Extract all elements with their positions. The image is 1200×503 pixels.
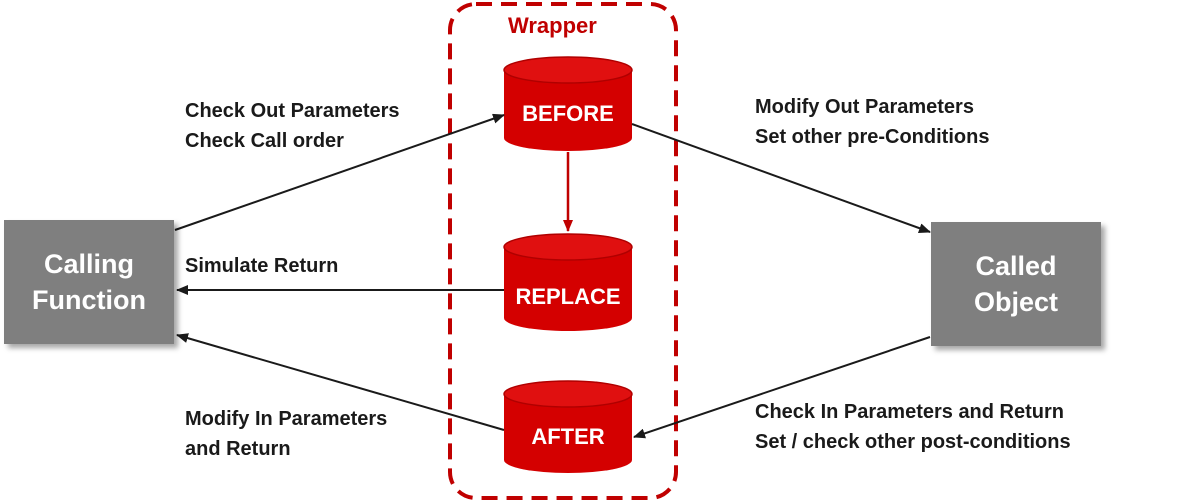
modify-out-line1: Modify Out Parameters bbox=[755, 96, 974, 118]
check-in-line1: Check In Parameters and Return bbox=[755, 401, 1064, 423]
before-to-called-arrow bbox=[631, 123, 931, 233]
before-label: BEFORE bbox=[522, 101, 614, 126]
check-in-label: Check In Parameters and Return Set / che… bbox=[755, 397, 1071, 457]
replace-label: REPLACE bbox=[515, 284, 621, 309]
after-cylinder bbox=[503, 380, 633, 473]
wrapper-frame bbox=[448, 2, 678, 500]
called-object-line1: Called bbox=[975, 251, 1057, 281]
wrapper-title: Wrapper bbox=[508, 13, 597, 38]
calling-function-box: Calling Function bbox=[4, 220, 174, 344]
after-label: AFTER bbox=[531, 424, 605, 449]
modify-in-line1: Modify In Parameters bbox=[185, 408, 388, 430]
modify-out-label: Modify Out Parameters Set other pre-Cond… bbox=[755, 92, 989, 152]
calling-function-line1: Calling bbox=[43, 249, 134, 279]
check-out-label: Check Out Parameters Check Call order bbox=[185, 96, 400, 156]
calling-function-line2: Function bbox=[32, 285, 146, 315]
modify-in-line2: and Return bbox=[185, 438, 291, 460]
check-out-line1: Check Out Parameters bbox=[185, 100, 400, 122]
modify-out-line2: Set other pre-Conditions bbox=[755, 126, 990, 148]
after-to-calling-arrow bbox=[176, 333, 505, 431]
called-object-box: Called Object bbox=[931, 222, 1101, 346]
check-in-line2: Set / check other post-conditions bbox=[755, 431, 1071, 453]
check-out-line2: Check Call order bbox=[185, 130, 344, 152]
modify-in-label: Modify In Parameters and Return bbox=[185, 404, 387, 464]
calling-to-before-arrow bbox=[174, 113, 505, 231]
replace-cylinder bbox=[503, 233, 633, 331]
called-object-line2: Object bbox=[973, 287, 1059, 317]
simulate-return-label: Simulate Return bbox=[185, 255, 339, 277]
called-to-after-arrow bbox=[633, 336, 931, 439]
before-cylinder bbox=[503, 56, 633, 151]
